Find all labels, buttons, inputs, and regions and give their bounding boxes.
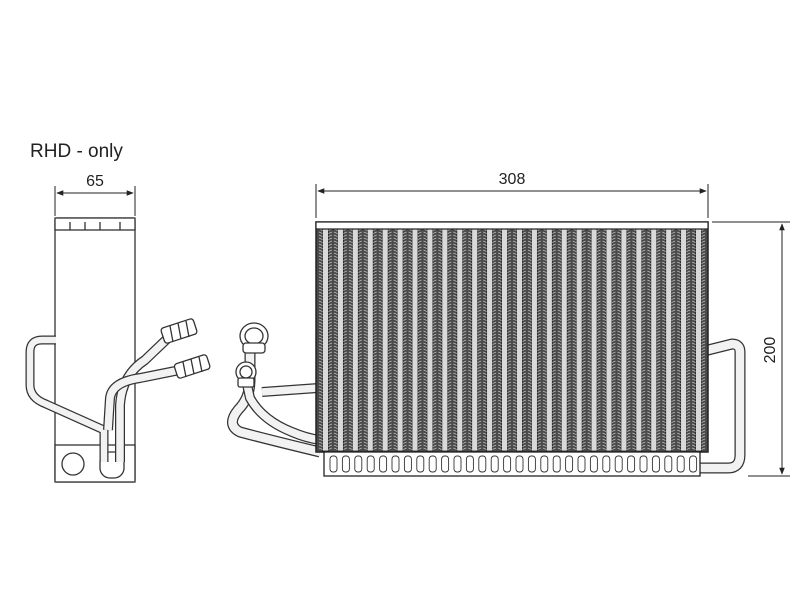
tank-slot xyxy=(664,455,673,473)
core-tube xyxy=(560,228,568,452)
dimension-65 xyxy=(54,186,136,216)
core-tube xyxy=(531,228,538,452)
tank-slot xyxy=(416,455,425,473)
core-tube xyxy=(426,228,434,452)
core-fin xyxy=(662,228,676,450)
core-fin xyxy=(542,228,556,450)
core-tube xyxy=(635,228,643,452)
core-fin xyxy=(468,228,482,450)
tank-slot xyxy=(540,455,549,473)
tank-slot xyxy=(379,455,388,473)
side-view-header xyxy=(54,217,136,231)
tank-slot xyxy=(478,455,487,473)
tank-slot xyxy=(453,455,462,473)
dimension-200-label: 200 xyxy=(762,337,779,364)
core-tube xyxy=(486,228,493,452)
tank-slot xyxy=(354,455,363,473)
tank-slot xyxy=(329,455,338,473)
dimension-308 xyxy=(315,184,709,218)
core-tube xyxy=(665,228,673,452)
tank-slot xyxy=(689,455,698,473)
tank-slot xyxy=(565,455,574,473)
core-tube xyxy=(590,228,598,452)
core-tube xyxy=(501,228,508,452)
core-fin xyxy=(587,228,601,450)
core-fin xyxy=(348,228,362,450)
core-fin xyxy=(557,228,571,450)
tank-slot xyxy=(614,455,623,473)
dimension-200 xyxy=(712,221,790,477)
core-tube xyxy=(336,228,344,452)
core-tube xyxy=(620,228,628,452)
core-fin xyxy=(453,228,467,450)
tank-slot xyxy=(441,455,450,473)
core-fin xyxy=(393,228,407,450)
side-view xyxy=(25,217,211,483)
core-fin xyxy=(378,228,392,450)
front-view xyxy=(227,221,746,477)
core-tube xyxy=(351,228,359,452)
core-tube xyxy=(396,228,404,452)
core-fin xyxy=(512,228,527,450)
tank-slot xyxy=(577,455,586,473)
core-fin xyxy=(483,228,497,450)
tank-slot xyxy=(465,455,474,473)
tank-slot xyxy=(627,455,636,473)
core-fin xyxy=(572,228,586,450)
tank-slot xyxy=(602,455,611,473)
core-fin xyxy=(677,228,691,450)
tank-slot xyxy=(639,455,648,473)
core-fin xyxy=(408,228,422,450)
dimension-308-label: 308 xyxy=(499,171,526,188)
tank-slot xyxy=(589,455,598,473)
tank-slot xyxy=(428,455,437,473)
core-tube xyxy=(471,228,479,452)
core-tube xyxy=(545,228,553,452)
tank-slot xyxy=(490,455,499,473)
tank-slot xyxy=(341,455,350,473)
tank-slot xyxy=(366,455,375,473)
core-fin xyxy=(318,228,333,450)
core-tube xyxy=(366,228,374,452)
front-view-fitting-upper xyxy=(239,322,269,354)
core-tube xyxy=(516,228,523,452)
core-fin xyxy=(632,228,646,450)
dimension-65-label: 65 xyxy=(86,173,104,190)
tank-slot xyxy=(391,455,400,473)
core-tube xyxy=(441,228,449,452)
tank-slot xyxy=(515,455,524,473)
core-fin xyxy=(363,228,377,450)
tank-slots xyxy=(329,455,698,473)
core-tube xyxy=(456,228,464,452)
tank-slot xyxy=(651,455,660,473)
core-fin xyxy=(602,228,616,450)
side-view-port xyxy=(61,452,85,476)
tank-slot xyxy=(503,455,512,473)
core-tube xyxy=(411,228,419,452)
side-view-fitting-lower xyxy=(173,354,211,379)
tank-slot xyxy=(552,455,561,473)
core-fin xyxy=(423,228,437,450)
core-tube xyxy=(650,228,658,452)
core-fin xyxy=(691,228,706,450)
tank-slot xyxy=(676,455,685,473)
core-fin xyxy=(527,228,541,450)
core-fin xyxy=(333,228,347,450)
core-fin xyxy=(497,228,512,450)
core-tube xyxy=(695,228,702,452)
core-tube xyxy=(322,228,329,452)
core-tube xyxy=(680,228,688,452)
core-tube xyxy=(381,228,389,452)
rhd-only-note: RHD - only xyxy=(30,141,123,162)
core-fin xyxy=(647,228,661,450)
tank-slot xyxy=(527,455,536,473)
side-view-fitting-upper xyxy=(160,318,198,344)
core-tube xyxy=(575,228,583,452)
front-view-fitting-lower xyxy=(235,361,257,388)
core-fin xyxy=(617,228,631,450)
core-tube xyxy=(605,228,613,452)
tank-slot xyxy=(403,455,412,473)
core-fin xyxy=(438,228,452,450)
